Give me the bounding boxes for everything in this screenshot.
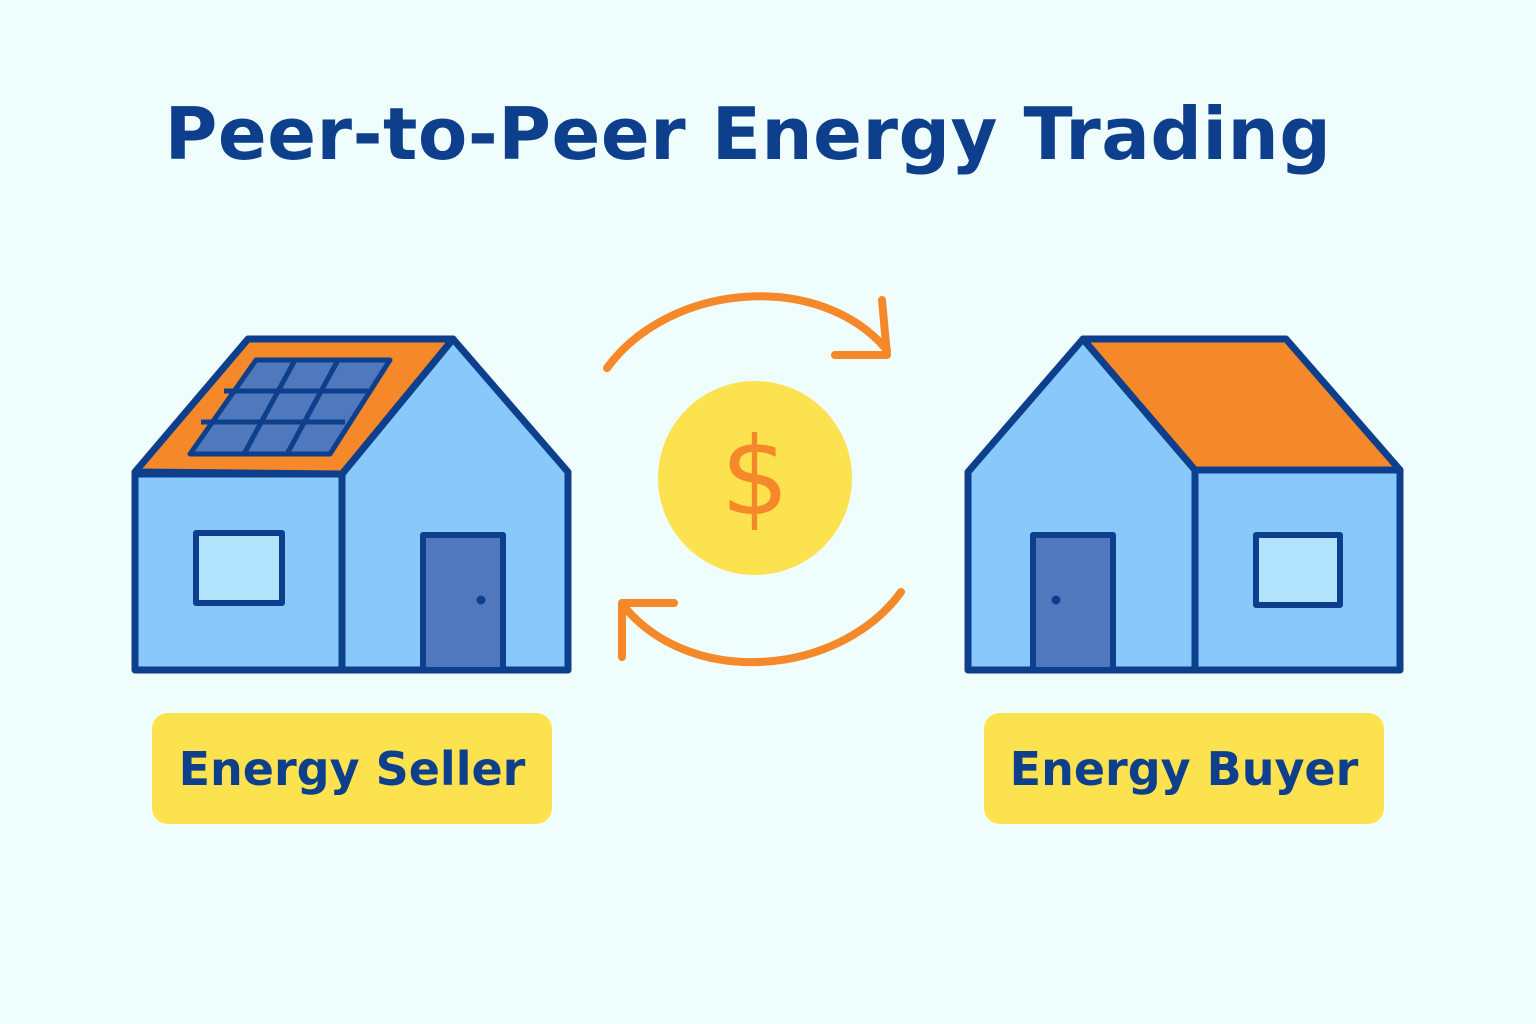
seller-label: Energy Seller: [152, 713, 552, 824]
seller-window: [193, 530, 285, 606]
solar-panel-icon: [187, 357, 393, 457]
coin-symbol: $: [721, 415, 790, 540]
seller-house-icon: [131, 335, 572, 674]
buyer-door: [1030, 532, 1116, 673]
buyer-label: Energy Buyer: [984, 713, 1384, 824]
page-title: Peer-to-Peer Energy Trading: [164, 92, 1332, 176]
arrow-to-seller-icon: [618, 588, 905, 667]
arrow-to-buyer-icon: [603, 292, 891, 372]
seller-door-knob: [476, 595, 486, 605]
buyer-window: [1253, 532, 1343, 608]
buyer-house-icon: [964, 335, 1404, 674]
buyer-door-knob: [1051, 595, 1061, 605]
seller-door: [420, 532, 506, 673]
buyer-roof: [1079, 335, 1404, 474]
dollar-coin-icon: $: [658, 381, 852, 575]
